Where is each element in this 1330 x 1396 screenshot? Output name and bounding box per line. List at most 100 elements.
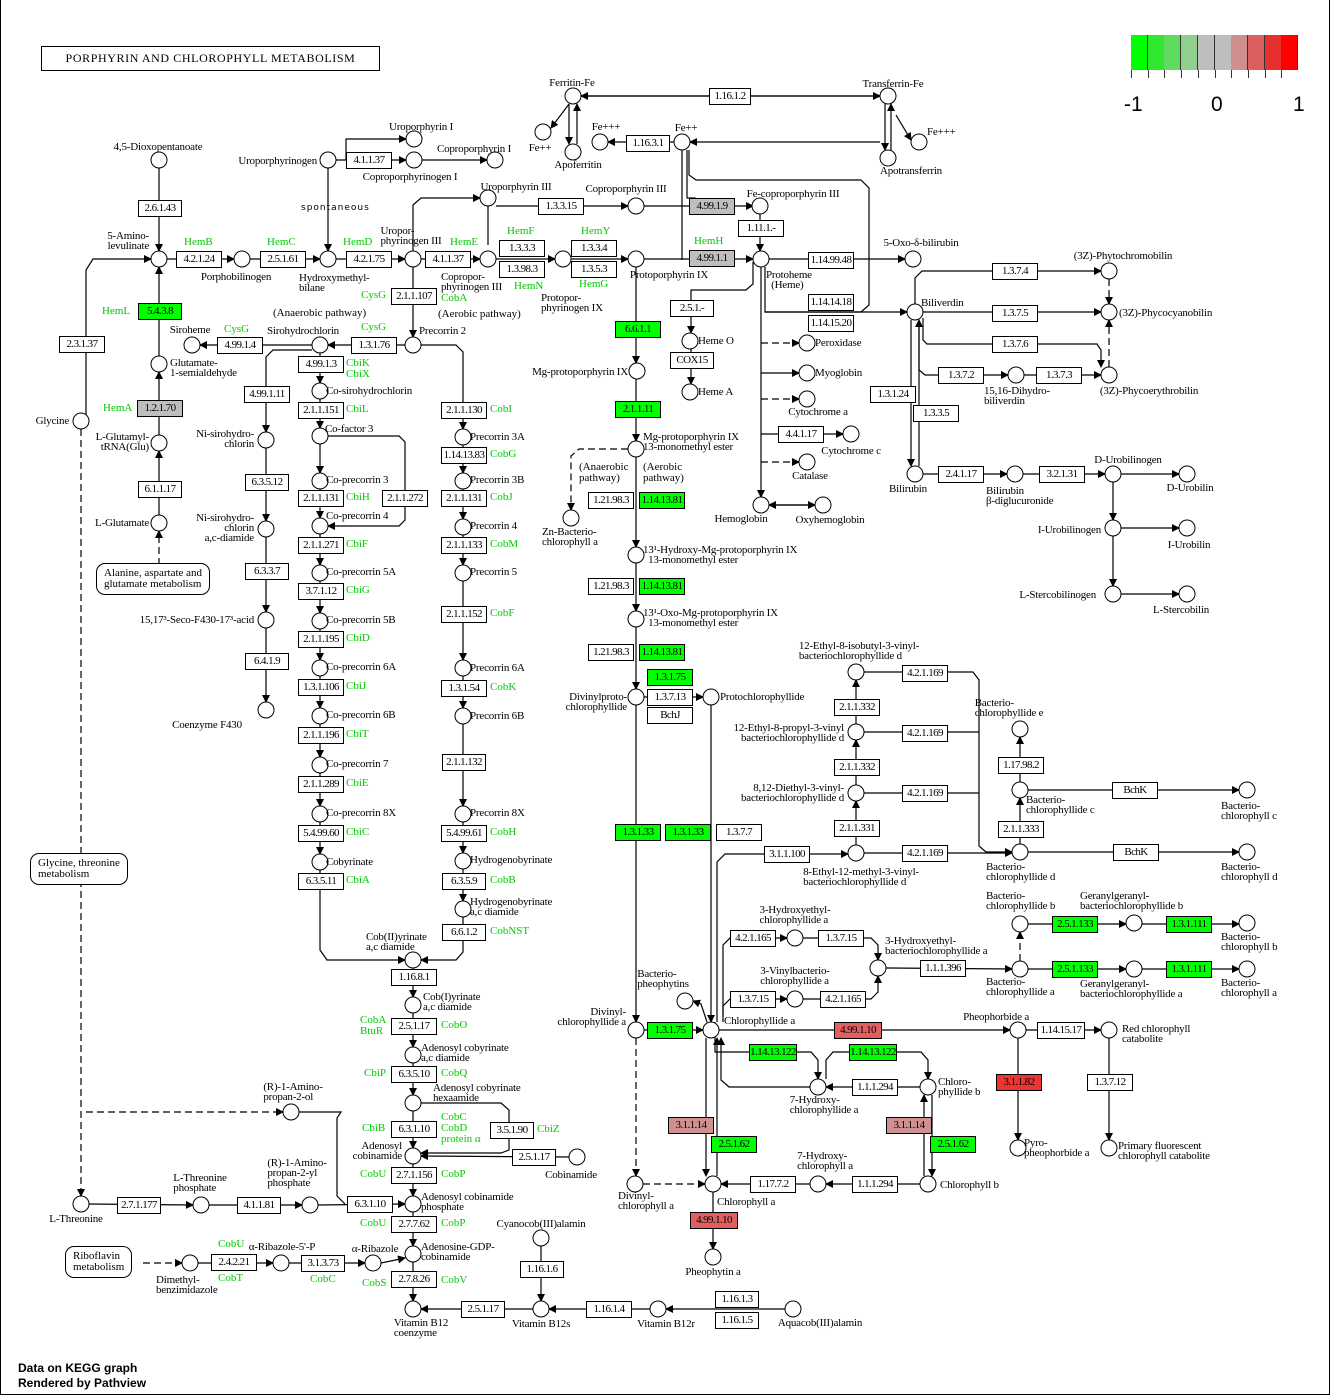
enzyme-box[interactable]: 4.1.1.81 — [237, 1197, 281, 1214]
compound-node[interactable] — [404, 250, 422, 268]
compound-node[interactable] — [702, 1021, 720, 1039]
enzyme-box[interactable]: 2.5.1.17 — [461, 1301, 505, 1318]
enzyme-box[interactable]: 1.3.1.75 — [647, 1022, 693, 1039]
enzyme-box[interactable]: 1.16.3.1 — [626, 135, 670, 152]
enzyme-box[interactable]: 2.4.1.17 — [938, 466, 984, 483]
compound-node[interactable] — [1007, 366, 1025, 384]
compound-node[interactable] — [532, 1229, 550, 1247]
enzyme-box[interactable]: 1.14.15.20 — [808, 315, 854, 332]
compound-node[interactable] — [311, 427, 329, 445]
enzyme-box[interactable]: 1.1.1.396 — [920, 960, 966, 977]
enzyme-box[interactable]: 2.7.1.156 — [391, 1167, 437, 1184]
compound-node[interactable] — [311, 564, 329, 582]
compound-node[interactable] — [479, 189, 497, 207]
compound-node[interactable] — [534, 123, 552, 141]
compound-node[interactable] — [702, 688, 720, 706]
gene-label[interactable]: CbiA — [346, 874, 370, 886]
gene-label[interactable]: CbiL — [346, 403, 369, 415]
enzyme-box[interactable]: 6.6.1.2 — [442, 924, 486, 941]
gene-label[interactable]: CbiH — [346, 491, 370, 503]
enzyme-box[interactable]: 6.3.5.11 — [298, 873, 344, 890]
pathway-map-link[interactable]: Glycine, threonine metabolism — [30, 853, 128, 885]
compound-node[interactable] — [847, 784, 865, 802]
gene-label[interactable]: HemF — [507, 225, 535, 237]
gene-label[interactable]: HemN — [514, 280, 544, 292]
enzyme-box[interactable]: COX15 — [670, 352, 714, 369]
enzyme-box[interactable]: 2.1.1.133 — [441, 537, 487, 554]
enzyme-box[interactable]: 2.7.7.62 — [391, 1216, 437, 1233]
enzyme-box[interactable]: 1.3.98.3 — [499, 261, 545, 278]
enzyme-box[interactable]: 4.1.1.37 — [425, 251, 471, 268]
enzyme-box[interactable]: 1.3.1.33 — [615, 824, 661, 841]
gene-label[interactable]: CobF — [490, 607, 515, 619]
compound-node[interactable] — [454, 707, 472, 725]
gene-label[interactable]: CobP — [441, 1217, 466, 1229]
compound-node[interactable] — [919, 1078, 937, 1096]
compound-node[interactable] — [1238, 843, 1256, 861]
compound-node[interactable] — [591, 133, 609, 151]
compound-node[interactable] — [704, 1248, 722, 1266]
compound-node[interactable] — [627, 610, 645, 628]
enzyme-box[interactable]: 6.1.1.17 — [138, 481, 182, 498]
enzyme-box[interactable]: 2.1.1.131 — [441, 490, 487, 507]
enzyme-box[interactable]: 6.3.5.9 — [442, 873, 486, 890]
compound-node[interactable] — [454, 564, 472, 582]
compound-node[interactable] — [404, 996, 422, 1014]
enzyme-box[interactable]: 1.14.13.81 — [639, 578, 685, 595]
gene-label[interactable]: CbiF — [346, 538, 369, 550]
enzyme-box[interactable]: 5.4.3.8 — [138, 303, 182, 320]
enzyme-box[interactable]: 1.16.8.1 — [391, 969, 437, 986]
gene-label[interactable]: CbiD — [346, 632, 370, 644]
compound-node[interactable] — [150, 250, 168, 268]
enzyme-box[interactable]: 3.5.1.90 — [490, 1122, 534, 1139]
compound-node[interactable] — [311, 612, 329, 630]
enzyme-box[interactable]: 2.1.1.107 — [391, 288, 437, 305]
compound-node[interactable] — [1009, 1139, 1027, 1157]
enzyme-box[interactable]: 4.2.1.169 — [902, 725, 948, 742]
compound-node[interactable] — [1178, 519, 1196, 537]
enzyme-box[interactable]: 4.4.1.17 — [778, 426, 824, 443]
compound-node[interactable] — [919, 1175, 937, 1193]
compound-node[interactable] — [150, 355, 168, 373]
compound-node[interactable] — [311, 472, 329, 490]
enzyme-box[interactable]: 1.1.1.294 — [852, 1079, 898, 1096]
compound-node[interactable] — [1100, 1139, 1118, 1157]
compound-node[interactable] — [1125, 914, 1143, 932]
enzyme-box[interactable]: 1.21.98.3 — [588, 492, 634, 509]
compound-node[interactable] — [454, 659, 472, 677]
enzyme-box[interactable]: 4.2.1.169 — [902, 785, 948, 802]
enzyme-box[interactable]: 1.16.1.6 — [520, 1261, 564, 1278]
compound-node[interactable] — [1011, 781, 1029, 799]
enzyme-box[interactable]: BchK — [1113, 844, 1159, 861]
enzyme-box[interactable]: 1.14.13.122 — [749, 1044, 797, 1061]
compound-node[interactable] — [673, 133, 691, 151]
compound-node[interactable] — [784, 1300, 802, 1318]
enzyme-box[interactable]: 2.1.1.289 — [298, 776, 344, 793]
enzyme-box[interactable]: 1.3.7.7 — [716, 824, 762, 841]
enzyme-box[interactable]: 3.1.1.82 — [996, 1074, 1042, 1091]
compound-node[interactable] — [879, 87, 897, 105]
enzyme-box[interactable]: 3.1.1.14 — [886, 1117, 932, 1134]
enzyme-box[interactable]: 4.2.1.75 — [346, 251, 392, 268]
gene-label[interactable]: HemB — [184, 236, 213, 248]
compound-node[interactable] — [1178, 585, 1196, 603]
compound-node[interactable] — [847, 844, 865, 862]
compound-node[interactable] — [257, 701, 275, 719]
compound-node[interactable] — [1125, 960, 1143, 978]
compound-node[interactable] — [454, 518, 472, 536]
enzyme-box[interactable]: 2.1.1.333 — [998, 821, 1044, 838]
gene-label[interactable]: CobS — [362, 1277, 387, 1289]
compound-node[interactable] — [1011, 720, 1029, 738]
enzyme-box[interactable]: 2.5.1.17 — [512, 1149, 556, 1166]
enzyme-box[interactable]: 2.5.1.133 — [1052, 961, 1098, 978]
enzyme-box[interactable]: 1.3.1.106 — [298, 679, 344, 696]
compound-node[interactable] — [183, 336, 201, 354]
pathway-map-link[interactable]: Riboflavin metabolism — [65, 1246, 133, 1278]
compound-node[interactable] — [869, 959, 887, 977]
enzyme-box[interactable]: 1.3.7.2 — [938, 367, 984, 384]
compound-node[interactable] — [910, 133, 928, 151]
gene-label[interactable]: CobO — [441, 1019, 468, 1031]
enzyme-box[interactable]: BchK — [1112, 782, 1158, 799]
gene-label[interactable]: CobG — [490, 448, 517, 460]
compound-node[interactable] — [798, 364, 816, 382]
